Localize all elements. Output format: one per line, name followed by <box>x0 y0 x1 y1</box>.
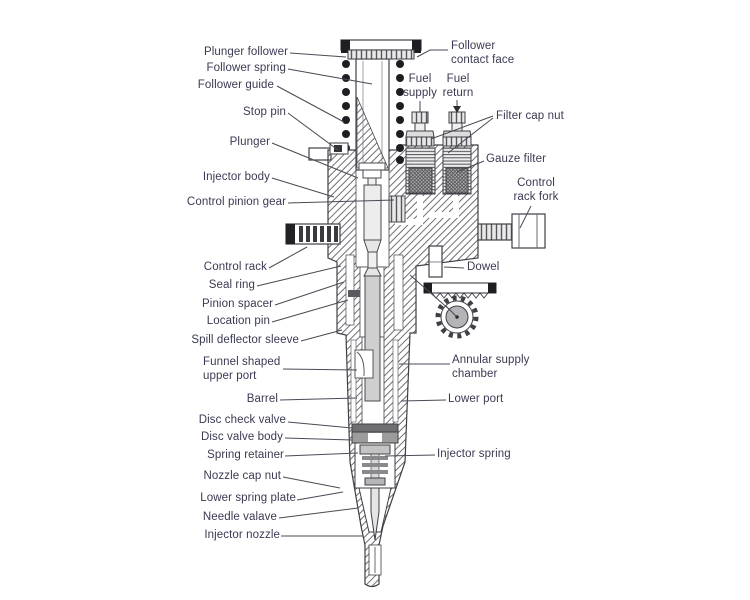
label-lower-port: Lower port <box>448 393 504 405</box>
label-spill-deflector-sleeve: Spill deflector sleeve <box>191 334 299 346</box>
label-follower-guide: Follower guide <box>197 79 274 91</box>
rack-pinion-detail <box>423 282 497 339</box>
label-plunger: Plunger <box>229 136 270 148</box>
label-needle-valave: Needle valave <box>202 511 277 523</box>
label-seal-ring: Seal ring <box>208 279 255 291</box>
nozzle-part <box>358 487 392 576</box>
label-lower-spring-plate: Lower spring plate <box>200 492 296 504</box>
needle-valve-part <box>370 487 380 541</box>
gauze-filter-return <box>445 167 469 194</box>
label-injector-nozzle: Injector nozzle <box>204 529 280 541</box>
label-dowel: Dowel <box>467 261 500 273</box>
label-injector-body: Injector body <box>202 171 270 183</box>
dowel-part <box>428 245 443 278</box>
injector-spring-part <box>362 456 388 474</box>
label-follower-contact-face: Follower contact face <box>451 40 515 66</box>
seal-ring-part <box>348 290 360 297</box>
label-spring-retainer: Spring retainer <box>207 449 284 461</box>
fuel-return-arrow <box>453 106 461 113</box>
label-pinion-spacer: Pinion spacer <box>202 298 273 310</box>
lower-spring-plate-part <box>364 477 386 486</box>
label-barrel: Barrel <box>246 393 278 405</box>
label-funnel-shaped-upper-port: Funnel shaped upper port <box>203 356 281 382</box>
annular-chamber-left <box>350 339 357 423</box>
valve-spring-assembly <box>351 423 399 489</box>
fuel-supply-fitting <box>405 104 435 147</box>
leader-lines <box>256 49 532 537</box>
control-rack-part <box>285 223 341 245</box>
follower-contact-face-part <box>340 39 422 51</box>
label-disc-check-valve: Disc check valve <box>198 414 286 426</box>
follower-assembly <box>329 39 422 171</box>
label-disc-valve-body: Disc valve body <box>200 431 283 443</box>
filter-assembly <box>405 104 472 195</box>
label-stop-pin: Stop pin <box>243 106 286 118</box>
label-nozzle-cap-nut: Nozzle cap nut <box>203 470 281 482</box>
label-filter-cap-nut: Filter cap nut <box>496 110 564 122</box>
filter-cap-nut-supply <box>405 136 435 147</box>
control-pinion-gear-part <box>388 195 406 223</box>
stop-pin-part <box>329 142 349 155</box>
label-fuel-supply: Fuel supply <box>403 73 437 99</box>
follower-spring-coils <box>342 60 404 164</box>
fuel-return-fitting <box>442 104 472 147</box>
label-plunger-follower: Plunger follower <box>203 46 288 58</box>
fuel-return-passage <box>429 196 459 218</box>
label-control-rack: Control rack <box>203 261 267 273</box>
label-injector-spring: Injector spring <box>437 448 511 460</box>
label-control-rack-fork: Control rack fork <box>513 177 559 203</box>
control-rack-fork-part <box>477 213 546 249</box>
gauze-filter-supply <box>408 167 433 194</box>
label-annular-supply-chamber: Annular supply chamber <box>452 354 530 380</box>
spring-retainer-part <box>359 444 391 455</box>
label-location-pin: Location pin <box>206 315 270 327</box>
disc-check-valve-part <box>351 423 399 433</box>
label-control-pinion-gear: Control pinion gear <box>186 196 286 208</box>
label-gauze-filter: Gauze filter <box>486 153 547 165</box>
label-follower-spring: Follower spring <box>206 62 286 74</box>
funnel-port-part <box>354 349 374 379</box>
label-fuel-return: Fuel return <box>442 73 474 99</box>
rack-teeth <box>431 292 489 299</box>
pinion-gear-teeth <box>435 295 479 339</box>
plunger-follower-head <box>347 49 415 60</box>
annular-chamber-right <box>392 339 399 423</box>
